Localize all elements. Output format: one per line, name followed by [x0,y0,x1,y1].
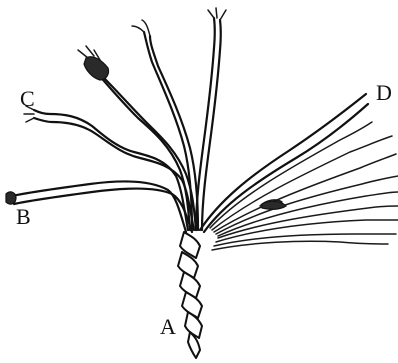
strand-b [6,182,192,232]
strand-frayed-tip [78,46,196,230]
label-d: D [376,80,392,105]
label-b: B [16,204,31,229]
strand-d-fibers [200,94,398,250]
strand-top-right [196,8,226,230]
strand-c [24,106,194,230]
twisted-rope [178,232,202,358]
label-c: C [20,86,35,111]
label-a: A [160,314,176,339]
